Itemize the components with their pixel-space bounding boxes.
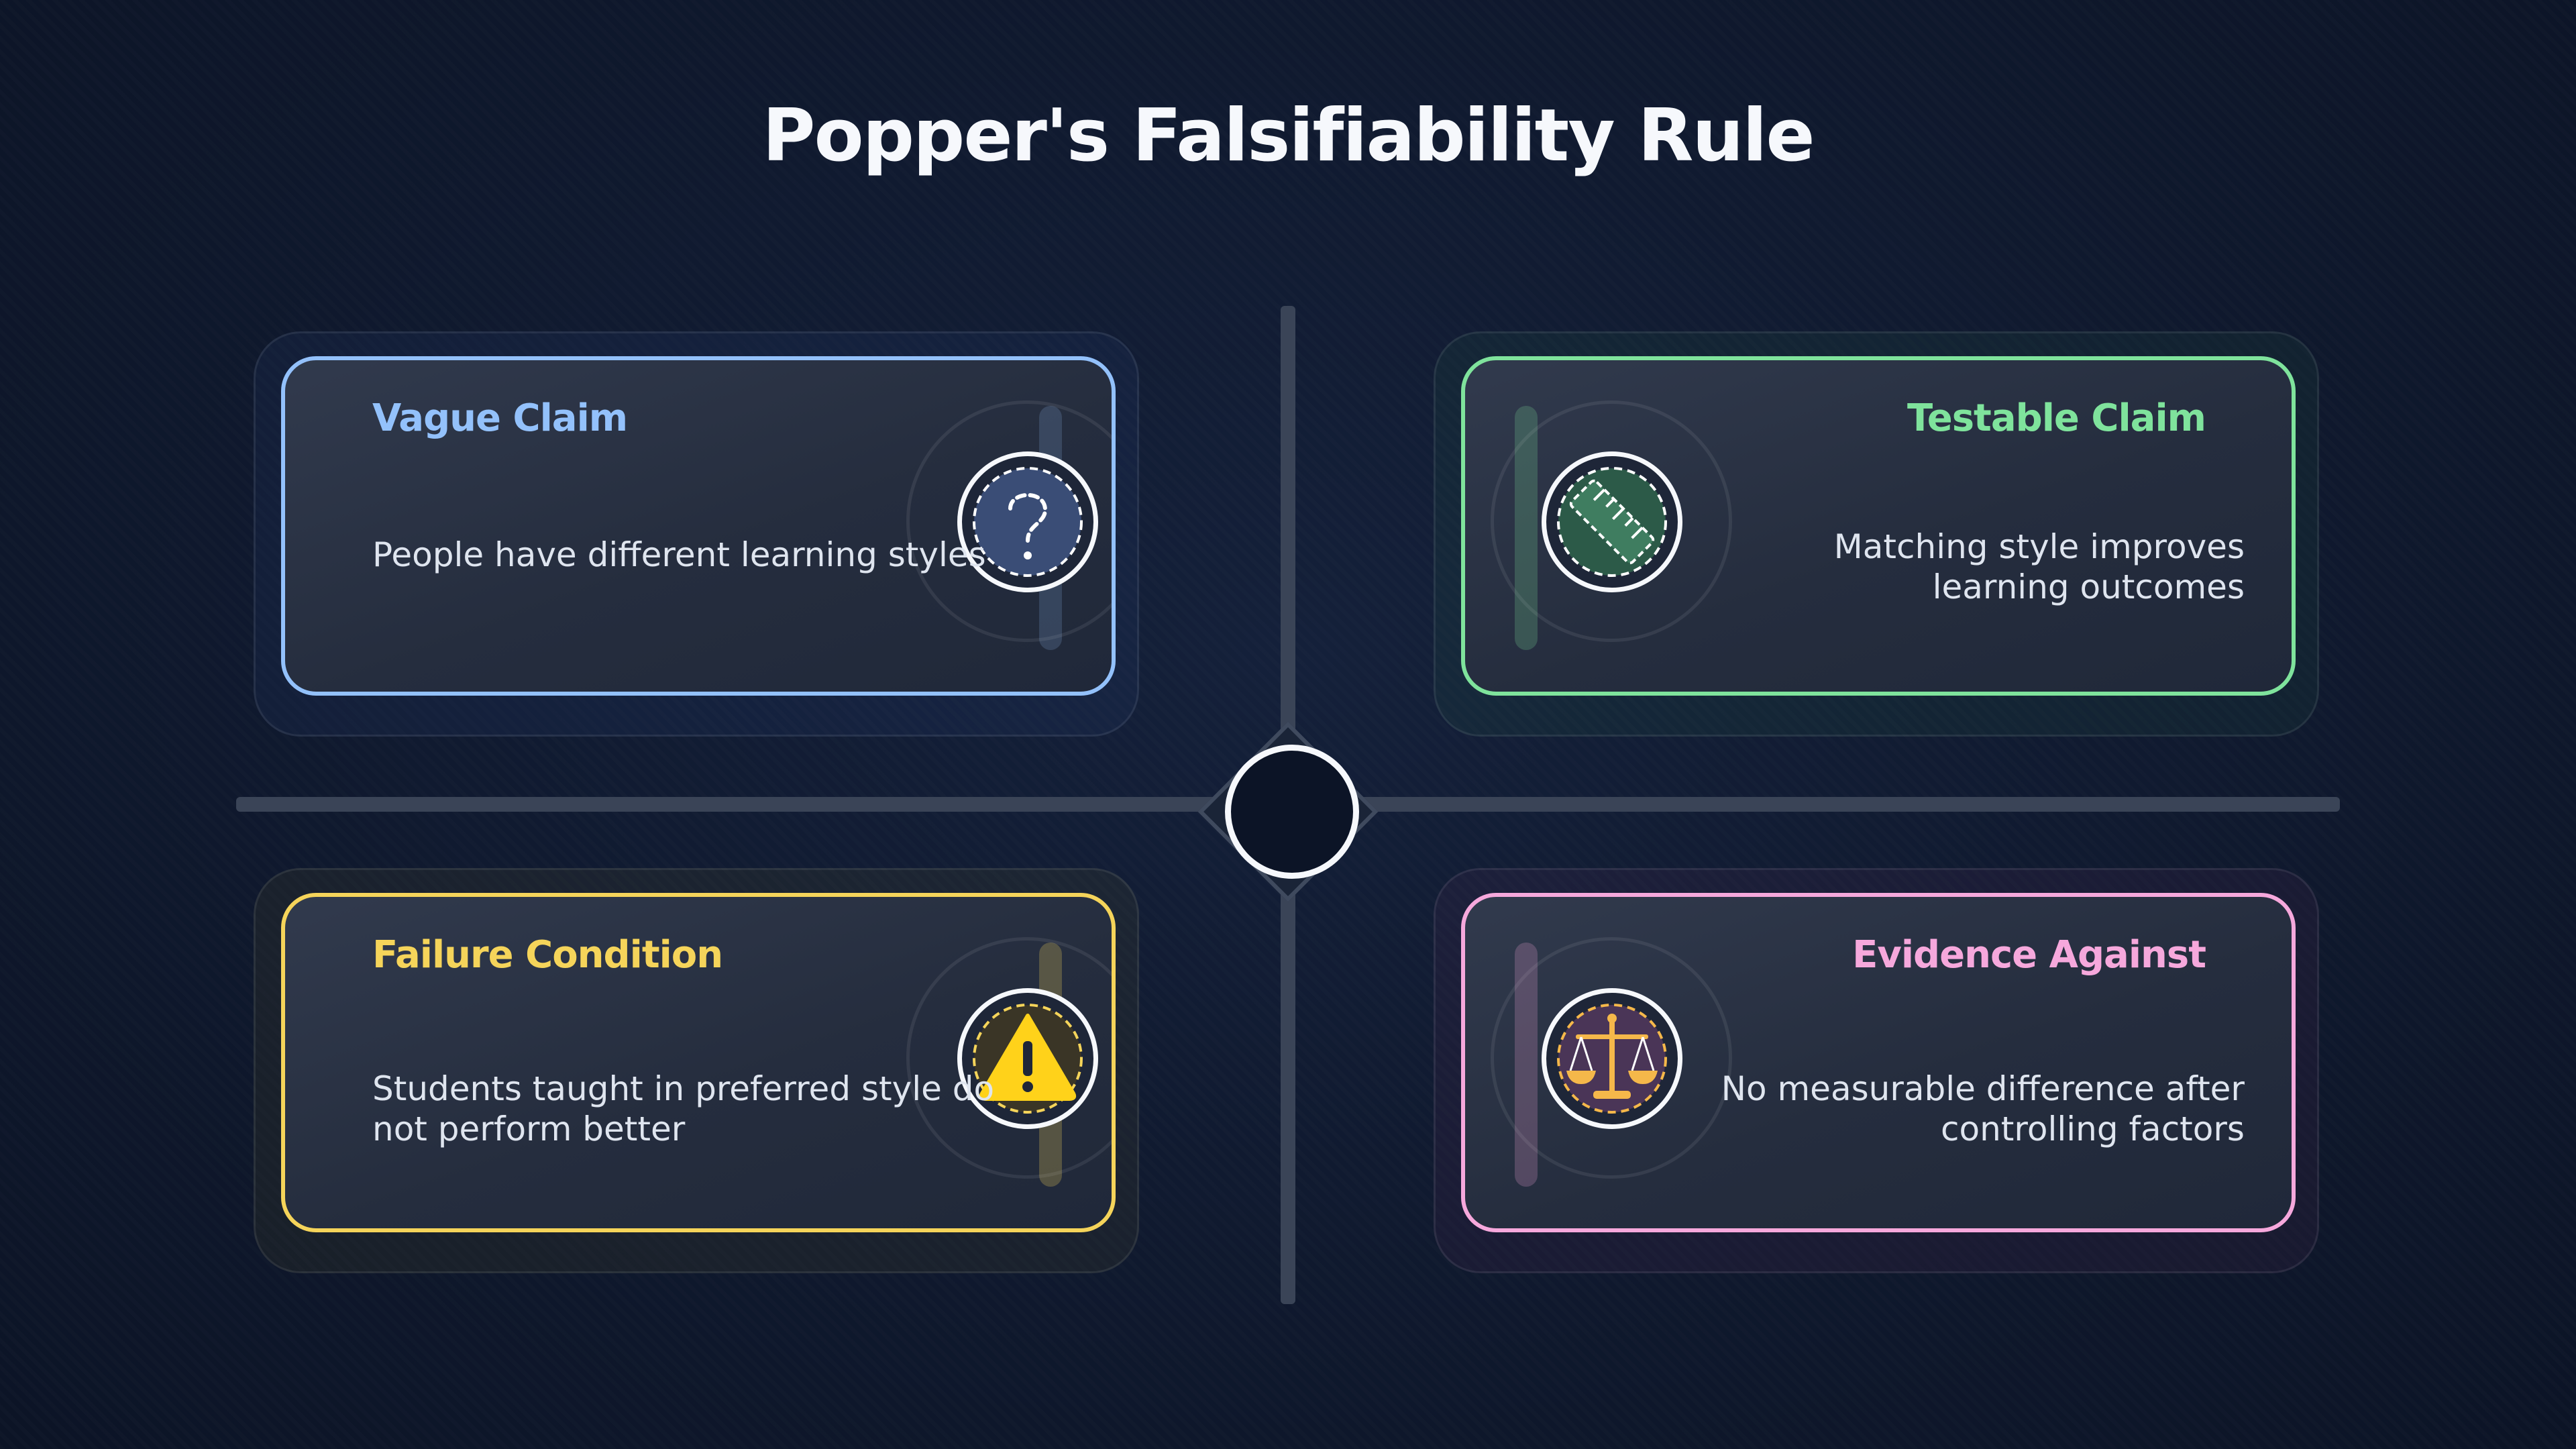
card-text-line: learning outcomes [1932, 568, 2245, 606]
card-text: No measurable difference after controlli… [1721, 1069, 2245, 1149]
quadrant-evidence-against: Evidence Against No measurable differenc… [1434, 868, 2319, 1273]
warning-icon [957, 988, 1098, 1129]
icon-ring [906, 937, 1112, 1179]
card-text-line: Matching style improves [1833, 527, 2245, 566]
quadrant-vague-claim: Vague Claim People have different learni… [254, 331, 1139, 737]
testable-claim-card: Testable Claim Matching style improves l… [1461, 356, 2296, 696]
center-node [1225, 745, 1359, 879]
card-text: Matching style improves learning outcome… [1834, 527, 2245, 607]
card-text-line: No measurable difference after [1721, 1069, 2245, 1108]
card-text-line: People have different learning styles [372, 535, 986, 574]
card-text: People have different learning styles [372, 535, 986, 575]
question-icon [957, 451, 1098, 592]
card-text: Students taught in preferred style do no… [372, 1069, 994, 1149]
ruler-icon [1542, 451, 1682, 592]
card-title: Vague Claim [372, 396, 628, 440]
quadrant-testable-claim: Testable Claim Matching style improves l… [1434, 331, 2319, 737]
card-title: Testable Claim [1907, 396, 2206, 440]
card-text-line: Students taught in preferred style do [372, 1069, 995, 1108]
icon-ring [1491, 400, 1732, 642]
card-text-line: not perform better [372, 1110, 686, 1148]
quadrant-failure-condition: Failure Condition Students taught in pre… [254, 868, 1139, 1273]
scale-icon [1542, 988, 1682, 1129]
card-title: Failure Condition [372, 933, 723, 977]
icon-ring [1491, 937, 1732, 1179]
card-title: Evidence Against [1852, 933, 2206, 977]
evidence-against-card: Evidence Against No measurable differenc… [1461, 893, 2296, 1232]
vague-claim-card: Vague Claim People have different learni… [281, 356, 1116, 696]
card-text-line: controlling factors [1941, 1110, 2245, 1148]
failure-condition-card: Failure Condition Students taught in pre… [281, 893, 1116, 1232]
page-title: Popper's Falsifiability Rule [762, 94, 1815, 178]
icon-ring [906, 400, 1112, 642]
